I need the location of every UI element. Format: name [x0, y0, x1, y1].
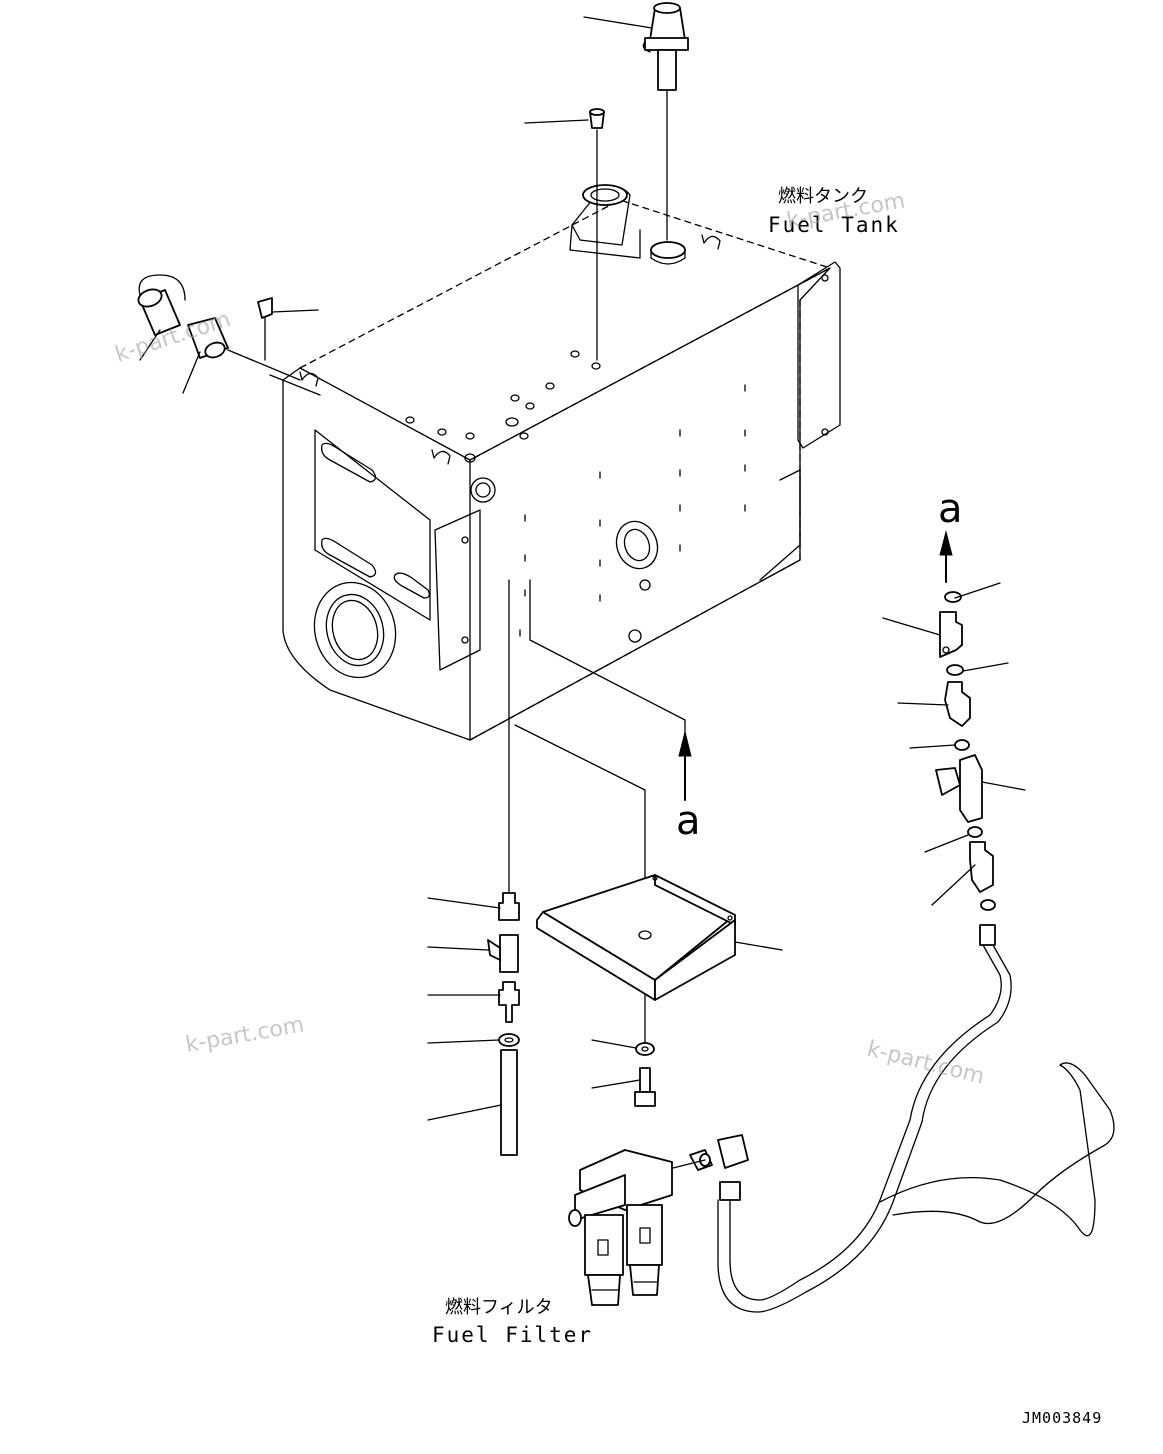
filler-neck — [569, 184, 641, 259]
guard-plate — [536, 874, 736, 1001]
top-plug — [589, 108, 605, 129]
drawing-code: JM003849 — [1022, 1409, 1102, 1427]
fuel-tank-jp-label: 燃料タンク — [778, 186, 868, 207]
washer-and-bolt — [634, 1042, 656, 1107]
fuel-strainer-ring — [650, 241, 686, 265]
side-plug — [257, 297, 273, 319]
right-valve-stack — [935, 591, 996, 911]
breather-cap — [642, 2, 689, 91]
fuel-filter-label: Fuel Filter — [432, 1323, 593, 1347]
drain-hose-cap — [137, 274, 229, 359]
connector-a-bottom-label: a — [676, 798, 701, 844]
connector-a-top-label: a — [938, 486, 963, 532]
watermark: k-part.com — [184, 1012, 306, 1057]
fuel-tank — [269, 184, 841, 741]
drain-valve-stack — [487, 892, 520, 1156]
fuel-filter-jp-label: 燃料フィルタ — [445, 1297, 553, 1318]
fuel-hose — [717, 924, 1115, 1313]
top-plugs — [405, 350, 601, 463]
fuel-tank-label: Fuel Tank — [768, 213, 900, 237]
fuel-filter — [568, 1134, 749, 1306]
bolt-holes — [519, 384, 746, 637]
